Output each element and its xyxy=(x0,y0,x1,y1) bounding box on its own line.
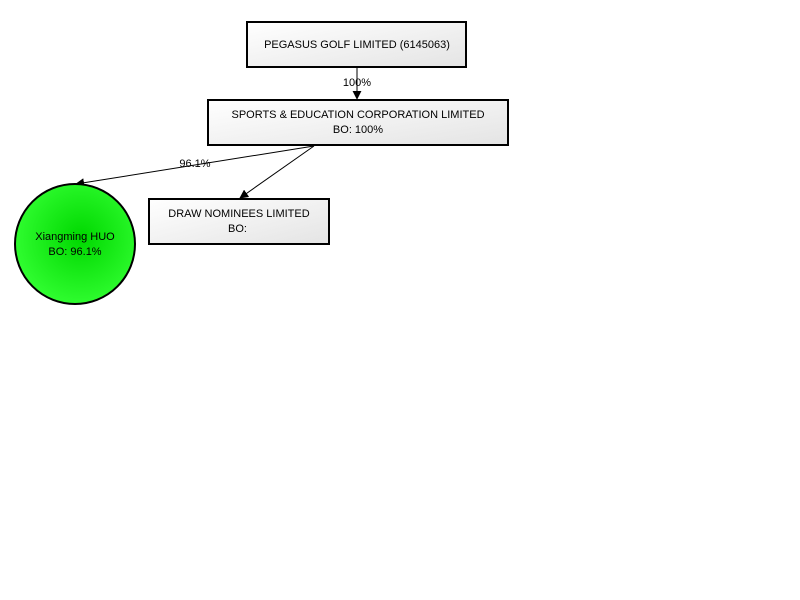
edge-sports-to-draw xyxy=(239,145,315,199)
edge-label-96-1: 96.1% xyxy=(179,158,210,170)
edge-sports-to-xiangming: 96.1% xyxy=(75,145,315,188)
node-xiangming-bo: BO: 96.1% xyxy=(48,246,101,258)
node-sports-name: SPORTS & EDUCATION CORPORATION LIMITED xyxy=(231,109,484,121)
node-draw-name: DRAW NOMINEES LIMITED xyxy=(168,208,309,220)
node-pegasus-label: PEGASUS GOLF LIMITED (6145063) xyxy=(264,39,450,51)
node-sports-education[interactable]: SPORTS & EDUCATION CORPORATION LIMITED B… xyxy=(207,99,509,146)
node-draw-nominees[interactable]: DRAW NOMINEES LIMITED BO: xyxy=(148,198,330,245)
node-draw-bo: BO: xyxy=(228,223,247,235)
node-pegasus-golf[interactable]: PEGASUS GOLF LIMITED (6145063) xyxy=(246,21,467,68)
node-xiangming-huo[interactable]: Xiangming HUO BO: 96.1% xyxy=(14,183,136,305)
node-xiangming-name: Xiangming HUO xyxy=(35,231,115,243)
edge-label-100: 100% xyxy=(343,77,371,89)
edge-pegasus-to-sports: 100% xyxy=(343,67,371,100)
node-sports-bo: BO: 100% xyxy=(333,124,383,136)
